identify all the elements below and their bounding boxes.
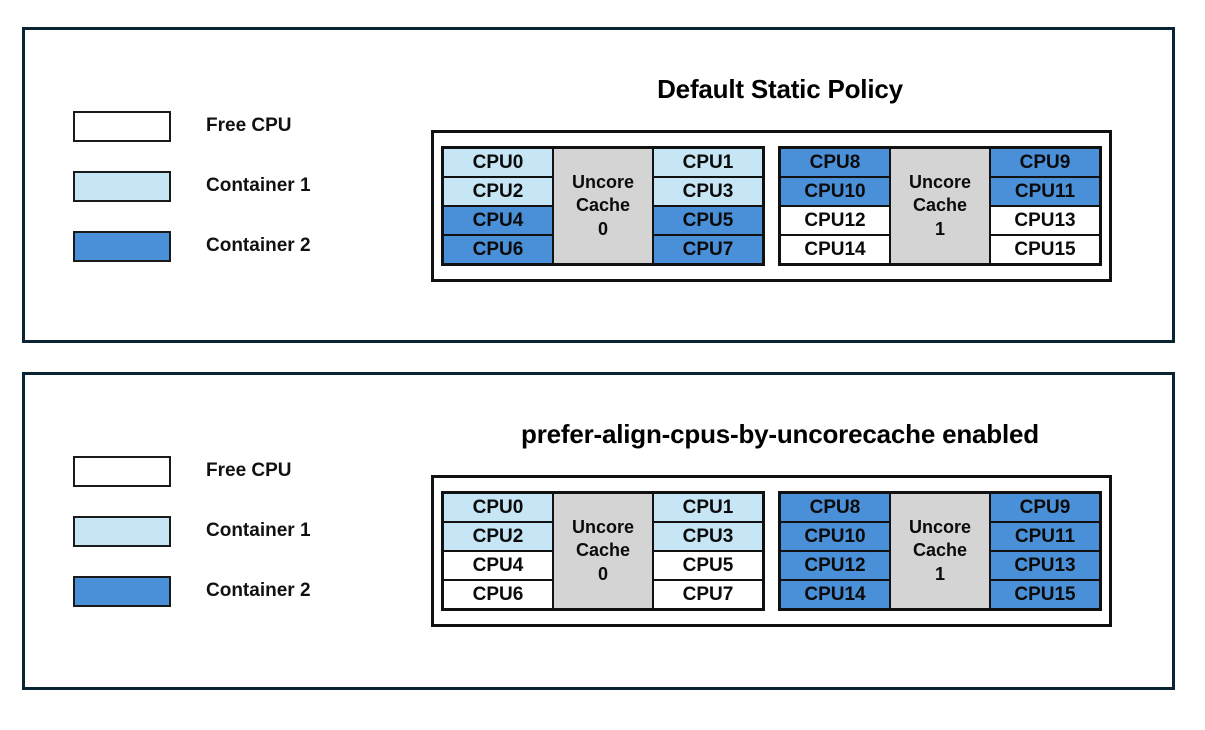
legend-swatch-container-2 (73, 230, 171, 262)
cpu-column-right: CPU1 CPU3 CPU5 CPU7 (653, 493, 763, 609)
cpu-cell: CPU10 (780, 177, 890, 206)
socket-uncore-cache-0: CPU0 CPU2 CPU4 CPU6 Uncore Cache 0 CPU1 … (441, 491, 765, 611)
cpu-cell: CPU15 (990, 580, 1100, 609)
uncore-cache-line-1: Uncore (908, 517, 971, 538)
cpu-column-left: CPU8 CPU10 CPU12 CPU14 (780, 148, 890, 264)
legend-item-free-cpu: Free CPU (73, 110, 311, 142)
legend-swatch-free-cpu (73, 110, 171, 142)
legend-label-container-1: Container 1 (206, 175, 311, 196)
legend: Free CPU Container 1 Container 2 (73, 110, 311, 290)
uncore-cache-line-1: Uncore (908, 172, 971, 193)
socket-uncore-cache-1: CPU8 CPU10 CPU12 CPU14 Uncore Cache 1 CP… (778, 491, 1102, 611)
cpu-column-left: CPU8 CPU10 CPU12 CPU14 (780, 493, 890, 609)
cpu-cell: CPU9 (990, 493, 1100, 522)
cpu-cell: CPU13 (990, 551, 1100, 580)
cpu-cell: CPU6 (443, 580, 553, 609)
uncore-cache-index: 0 (597, 218, 608, 239)
cpu-topology-diagram: CPU0 CPU2 CPU4 CPU6 Uncore Cache 0 CPU1 … (431, 475, 1112, 627)
cpu-cell: CPU3 (653, 522, 763, 551)
cpu-cell: CPU7 (653, 235, 763, 264)
legend-label-free-cpu: Free CPU (206, 115, 292, 136)
uncore-cache-block: Uncore Cache 1 (890, 493, 990, 609)
legend-swatch-container-1 (73, 515, 171, 547)
cpu-cell: CPU3 (653, 177, 763, 206)
cpu-cell: CPU0 (443, 148, 553, 177)
legend-label-free-cpu: Free CPU (206, 460, 292, 481)
socket-uncore-cache-1: CPU8 CPU10 CPU12 CPU14 Uncore Cache 1 CP… (778, 146, 1102, 266)
legend-item-container-2: Container 2 (73, 575, 311, 607)
cpu-cell: CPU4 (443, 551, 553, 580)
uncore-cache-block: Uncore Cache 0 (553, 493, 653, 609)
cpu-cell: CPU13 (990, 206, 1100, 235)
legend: Free CPU Container 1 Container 2 (73, 455, 311, 635)
uncore-cache-index: 1 (934, 563, 945, 584)
legend-swatch-container-1 (73, 170, 171, 202)
uncore-cache-line-2: Cache (912, 540, 968, 561)
legend-label-container-2: Container 2 (206, 235, 311, 256)
cpu-cell: CPU0 (443, 493, 553, 522)
panel-default-static-policy: Default Static Policy Free CPU Container… (22, 27, 1175, 343)
cpu-cell: CPU15 (990, 235, 1100, 264)
cpu-cell: CPU5 (653, 551, 763, 580)
cpu-cell: CPU8 (780, 493, 890, 522)
cpu-cell: CPU11 (990, 177, 1100, 206)
legend-swatch-container-2 (73, 575, 171, 607)
cpu-cell: CPU1 (653, 148, 763, 177)
legend-label-container-1: Container 1 (206, 520, 311, 541)
legend-item-container-1: Container 1 (73, 515, 311, 547)
page-title: Default Static Policy (657, 74, 903, 104)
legend-label-container-2: Container 2 (206, 580, 311, 601)
cpu-cell: CPU12 (780, 206, 890, 235)
cpu-cell: CPU11 (990, 522, 1100, 551)
page-title: prefer-align-cpus-by-uncorecache enabled (521, 419, 1039, 449)
panel-prefer-align-enabled: prefer-align-cpus-by-uncorecache enabled… (22, 372, 1175, 690)
legend-item-container-2: Container 2 (73, 230, 311, 262)
uncore-cache-block: Uncore Cache 0 (553, 148, 653, 264)
uncore-cache-index: 0 (597, 563, 608, 584)
uncore-cache-line-2: Cache (575, 195, 631, 216)
uncore-cache-line-2: Cache (575, 540, 631, 561)
legend-item-container-1: Container 1 (73, 170, 311, 202)
cpu-cell: CPU1 (653, 493, 763, 522)
cpu-cell: CPU5 (653, 206, 763, 235)
uncore-cache-line-1: Uncore (571, 172, 634, 193)
cpu-column-left: CPU0 CPU2 CPU4 CPU6 (443, 148, 553, 264)
cpu-cell: CPU2 (443, 522, 553, 551)
cpu-topology-diagram: CPU0 CPU2 CPU4 CPU6 Uncore Cache 0 CPU1 … (431, 130, 1112, 282)
cpu-column-right: CPU9 CPU11 CPU13 CPU15 (990, 148, 1100, 264)
uncore-cache-block: Uncore Cache 1 (890, 148, 990, 264)
cpu-cell: CPU10 (780, 522, 890, 551)
cpu-cell: CPU7 (653, 580, 763, 609)
cpu-cell: CPU8 (780, 148, 890, 177)
uncore-cache-index: 1 (934, 218, 945, 239)
uncore-cache-line-2: Cache (912, 195, 968, 216)
uncore-cache-line-1: Uncore (571, 517, 634, 538)
cpu-cell: CPU14 (780, 580, 890, 609)
cpu-cell: CPU4 (443, 206, 553, 235)
cpu-cell: CPU14 (780, 235, 890, 264)
cpu-cell: CPU2 (443, 177, 553, 206)
cpu-cell: CPU9 (990, 148, 1100, 177)
socket-uncore-cache-0: CPU0 CPU2 CPU4 CPU6 Uncore Cache 0 CPU1 … (441, 146, 765, 266)
cpu-cell: CPU12 (780, 551, 890, 580)
cpu-column-right: CPU9 CPU11 CPU13 CPU15 (990, 493, 1100, 609)
cpu-column-left: CPU0 CPU2 CPU4 CPU6 (443, 493, 553, 609)
legend-swatch-free-cpu (73, 455, 171, 487)
legend-item-free-cpu: Free CPU (73, 455, 311, 487)
cpu-cell: CPU6 (443, 235, 553, 264)
cpu-column-right: CPU1 CPU3 CPU5 CPU7 (653, 148, 763, 264)
